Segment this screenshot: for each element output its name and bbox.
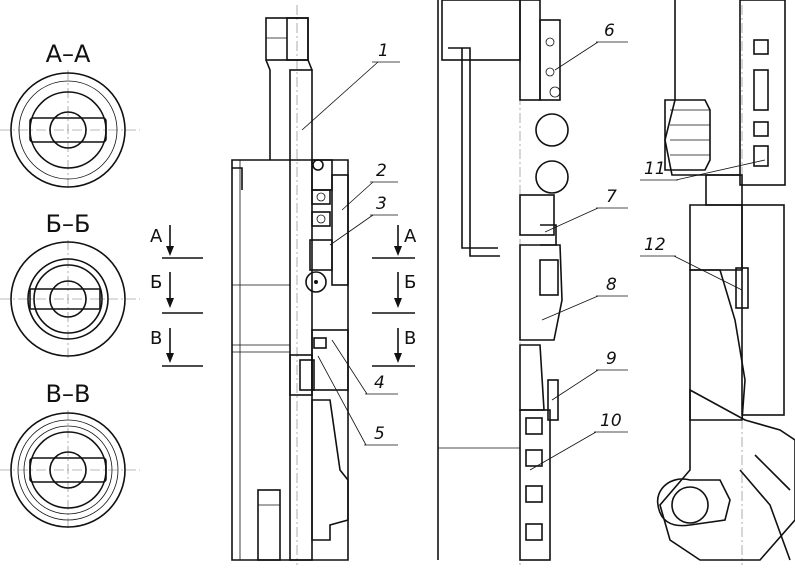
section-a-view (0, 70, 140, 190)
section-title-v: В–В (46, 380, 91, 408)
cut-markers-left: А Б В (150, 225, 203, 367)
callout-4: 4 (374, 373, 385, 393)
callout-10: 10 (600, 411, 622, 431)
callout-7: 7 (606, 187, 617, 207)
cut-label-left-v: В (150, 328, 162, 349)
cut-label-right-a: А (404, 226, 417, 247)
callout-11: 11 (644, 159, 666, 179)
leaders-upper: 1 2 3 4 5 (301, 41, 400, 446)
cut-label-left-b: Б (150, 272, 162, 293)
callout-2: 2 (376, 161, 387, 181)
callout-3: 3 (376, 194, 387, 214)
leaders-middle: 6 7 8 9 10 (529, 21, 628, 471)
callout-5: 5 (374, 424, 385, 444)
cut-markers-right: А Б В (372, 225, 417, 367)
assembly-upper (231, 5, 349, 565)
cut-label-right-b: Б (404, 272, 416, 293)
section-title-b: Б–Б (46, 210, 91, 238)
assembly-middle (437, 0, 569, 565)
cut-label-left-a: А (150, 226, 163, 247)
callout-8: 8 (606, 275, 617, 295)
callout-1: 1 (378, 41, 389, 61)
section-title-a: А–А (46, 40, 91, 68)
cut-label-right-v: В (404, 328, 416, 349)
leaders-lower: 11 12 (640, 159, 766, 291)
section-v-view (0, 410, 140, 530)
section-b-view (0, 240, 140, 360)
assembly-lower (656, 0, 795, 565)
callout-12: 12 (644, 235, 666, 255)
callout-9: 9 (606, 349, 617, 369)
callout-6: 6 (604, 21, 615, 41)
